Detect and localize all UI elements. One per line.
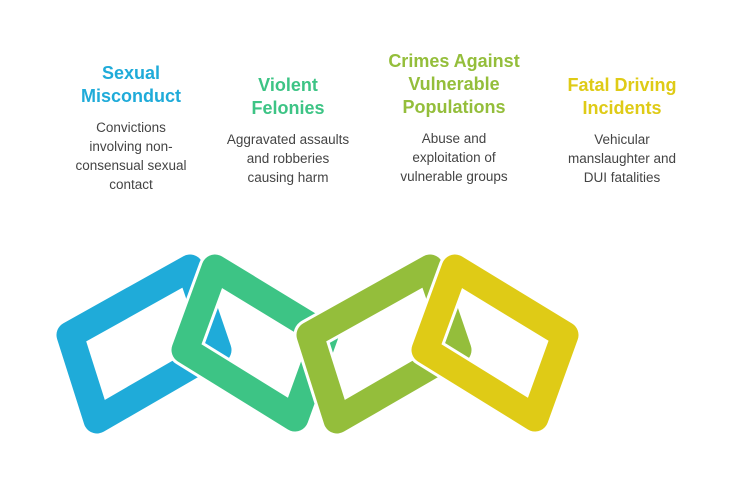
title-line: Fatal Driving [567,75,677,95]
description-line: and robberies [246,151,330,166]
title-line: Crimes Against [388,51,520,71]
description-line: Convictions [96,120,166,135]
item-description: Abuse and exploitation of vulnerable group… [374,129,534,186]
title-line: Incidents [582,98,662,118]
description-line: involving non- [89,139,173,154]
chain-link-4 [411,254,579,432]
description-line: DUI fatalities [583,170,661,185]
title-line: Populations [402,97,506,117]
chain-link-2 [171,254,339,432]
title-line: Felonies [251,98,325,118]
title-line: Vulnerable [408,74,500,94]
description-line: consensual sexual [75,158,187,173]
description-line: manslaughter and [567,151,677,166]
description-line: causing harm [247,170,329,185]
item-description: Convictions involving non-consensual sexu… [51,118,211,194]
description-line: exploitation of [412,150,496,165]
title-line: Violent [258,75,318,95]
description-line: Vehicular [594,132,650,147]
description-line: Abuse and [421,131,487,146]
title-line: Misconduct [80,86,181,106]
description-line: vulnerable groups [400,169,508,184]
title-line: Sexual [101,63,161,83]
item-description: Aggravated assaults and robberies causing … [208,130,368,187]
description-line: contact [109,177,153,192]
description-line: Aggravated assaults [226,132,350,147]
